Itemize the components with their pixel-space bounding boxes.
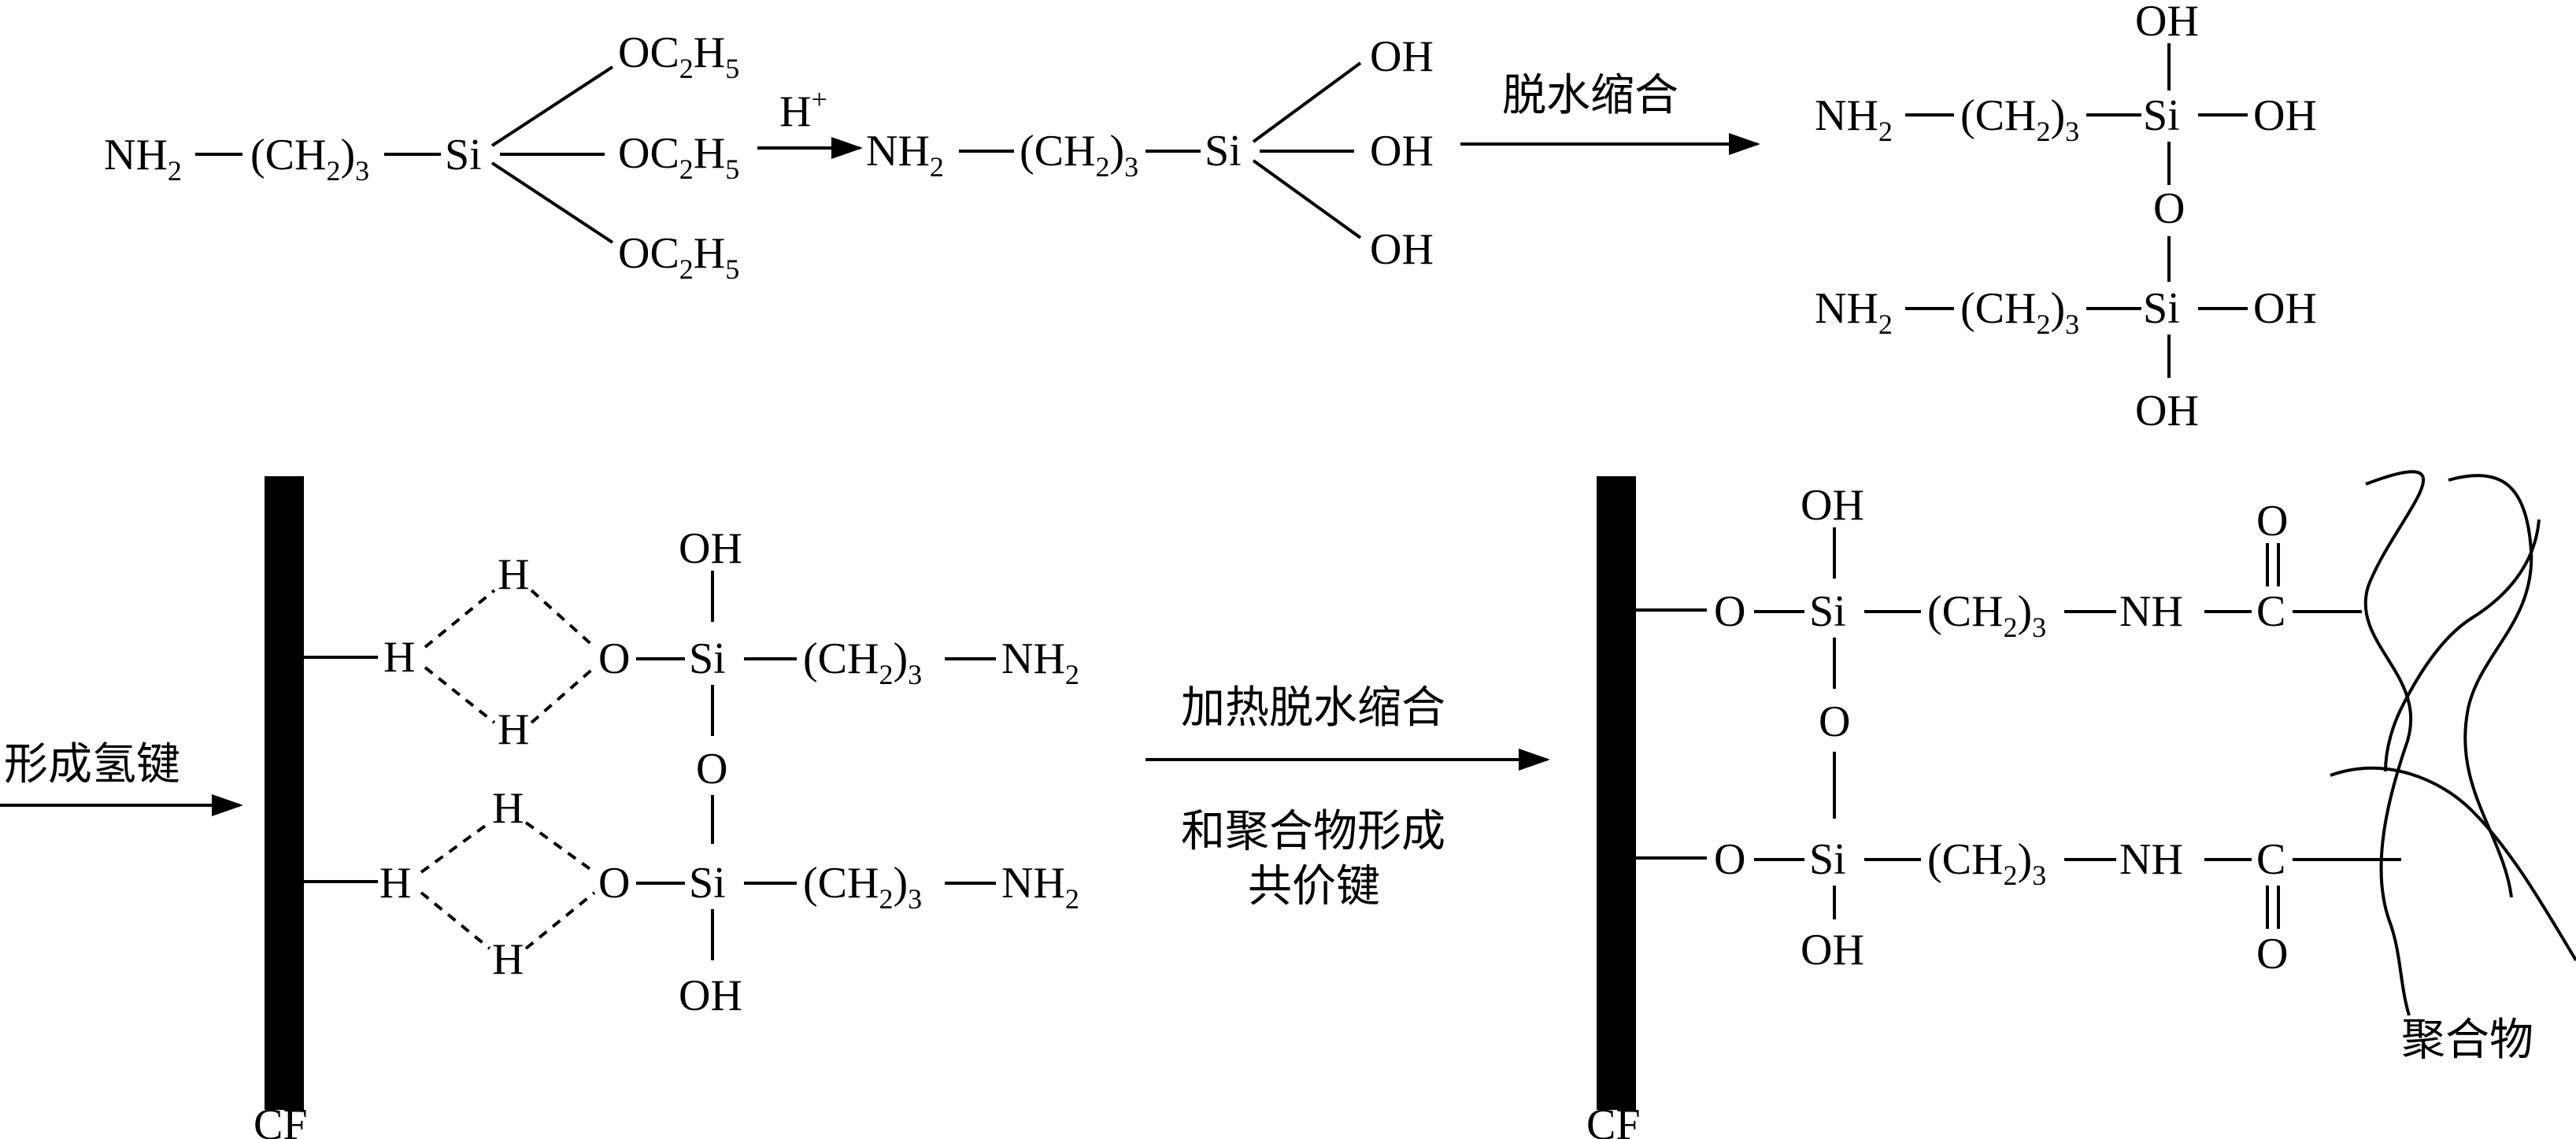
- hydroxyl-group: OH: [1370, 225, 1434, 274]
- hydroxyl-group: OH: [679, 971, 742, 1020]
- aminopropyl-silanetriol: NH2 (CH2)3 Si OH OH OH: [866, 32, 1434, 274]
- polymer-chain: [2363, 470, 2425, 1016]
- amine-group: NH2: [1001, 634, 1079, 690]
- heating-condensation-arrow: 加热脱水缩合 和聚合物形成 共价键: [1146, 682, 1550, 912]
- propyl-chain: (CH2)3: [1927, 835, 2046, 891]
- silicon-atom: Si: [689, 634, 726, 683]
- polymer-chain: [2448, 474, 2533, 898]
- hydrogen-bond-label: 形成氢键: [4, 739, 180, 790]
- amine-group: NH2: [104, 131, 182, 187]
- hydroxyl-group: OH: [679, 524, 742, 573]
- ethoxy-group: OC2H5: [618, 28, 739, 84]
- propyl-chain: (CH2)3: [803, 634, 922, 690]
- hydroxyl-group: OH: [1370, 32, 1434, 81]
- polymer-label: 聚合物: [2401, 1015, 2533, 1066]
- bond: [490, 65, 614, 147]
- carbonyl-oxygen: O: [2256, 497, 2288, 545]
- polymer-chain: [2384, 519, 2541, 772]
- carbon-fiber-surface: [265, 476, 304, 1110]
- ethoxy-group: OC2H5: [618, 229, 739, 285]
- propyl-chain: (CH2)3: [1020, 127, 1138, 183]
- siloxane-dimer: OH NH2 (CH2)3 Si OH O NH2 (CH2)3 Si OH O…: [1815, 0, 2317, 435]
- hydroxyl-group: OH: [1801, 926, 1864, 974]
- oxygen-atom: O: [598, 859, 630, 908]
- propyl-chain: (CH2)3: [1927, 587, 2046, 643]
- hydroxyl-hydrogen: H: [492, 784, 524, 833]
- silicon-atom: Si: [1809, 835, 1846, 884]
- amine-group: NH2: [866, 127, 944, 183]
- carbonyl-carbon: C: [2256, 835, 2285, 884]
- hydrogen-bond: [420, 821, 596, 950]
- condensation-label: 脱水缩合: [1502, 70, 1678, 121]
- propyl-chain: (CH2)3: [1960, 284, 2079, 340]
- carbon-fiber-label: CF: [1586, 1100, 1641, 1139]
- amine-group: NH2: [1001, 859, 1079, 915]
- amine-group: NH2: [1815, 91, 1893, 147]
- condensation-arrow: 脱水缩合: [1460, 70, 1760, 155]
- silicon-atom: Si: [1205, 127, 1242, 176]
- hydrogen-bond: [424, 589, 596, 724]
- silicon-atom: Si: [445, 131, 482, 179]
- acid-catalyst-label: H+: [779, 83, 827, 136]
- oxygen-atom: O: [1714, 587, 1745, 636]
- oxygen-atom: O: [598, 634, 630, 683]
- propyl-chain: (CH2)3: [803, 859, 922, 915]
- amide-nh: NH: [2119, 835, 2183, 884]
- hydrogen-bonded-intermediate: CF H H H O Si (CH2)3 NH2 OH O H H H O Si…: [254, 476, 1079, 1139]
- silicon-atom: Si: [2143, 91, 2180, 140]
- hydroxyl-group: OH: [2253, 91, 2317, 140]
- silicon-atom: Si: [689, 859, 726, 908]
- carbon-fiber-surface: [1597, 476, 1636, 1110]
- ethoxy-group: OC2H5: [618, 129, 739, 185]
- oxygen-atom: O: [1714, 835, 1745, 884]
- hydroxyl-group: OH: [2135, 386, 2199, 435]
- carbonyl-carbon: C: [2256, 587, 2285, 636]
- hydrogen-bond-arrow: 形成氢键: [0, 739, 243, 816]
- bridging-oxygen: O: [696, 745, 727, 793]
- covalently-bonded-product: CF O Si (CH2)3 NH C O OH O O Si (CH2)3 N…: [1586, 470, 2576, 1139]
- bridging-oxygen: O: [2153, 184, 2185, 233]
- hydrolysis-arrow: H+: [757, 83, 863, 159]
- propyl-chain: (CH2)3: [250, 131, 369, 187]
- silicon-atom: Si: [1809, 587, 1846, 636]
- hydroxyl-group: OH: [1370, 127, 1434, 176]
- heating-label: 加热脱水缩合: [1181, 682, 1445, 734]
- surface-hydrogen: H: [379, 859, 411, 908]
- covalent-label-line-1: 和聚合物形成: [1181, 806, 1445, 857]
- bond: [490, 161, 614, 244]
- bond: [1252, 159, 1362, 239]
- hydroxyl-hydrogen: H: [498, 550, 529, 599]
- amine-group: NH2: [1815, 284, 1893, 340]
- surface-hydrogen: H: [383, 633, 415, 682]
- hydroxyl-group: OH: [2253, 284, 2317, 333]
- amide-nh: NH: [2119, 587, 2183, 636]
- covalent-label-line-2: 共价键: [1248, 861, 1380, 912]
- bridging-oxygen: O: [1819, 697, 1850, 746]
- hydroxyl-group: OH: [1801, 481, 1864, 530]
- silicon-atom: Si: [2143, 284, 2180, 333]
- aminopropyl-triethoxysilane: NH2 (CH2)3 Si OC2H5 OC2H5 OC2H5: [104, 28, 739, 285]
- hydroxyl-hydrogen: H: [492, 935, 524, 984]
- polymer-chain: [2330, 766, 2576, 962]
- carbonyl-oxygen: O: [2256, 930, 2288, 978]
- propyl-chain: (CH2)3: [1960, 91, 2079, 147]
- carbon-fiber-label: CF: [254, 1100, 308, 1139]
- hydroxyl-hydrogen: H: [498, 705, 529, 754]
- hydroxyl-group: OH: [2135, 0, 2199, 46]
- bond: [1252, 61, 1362, 143]
